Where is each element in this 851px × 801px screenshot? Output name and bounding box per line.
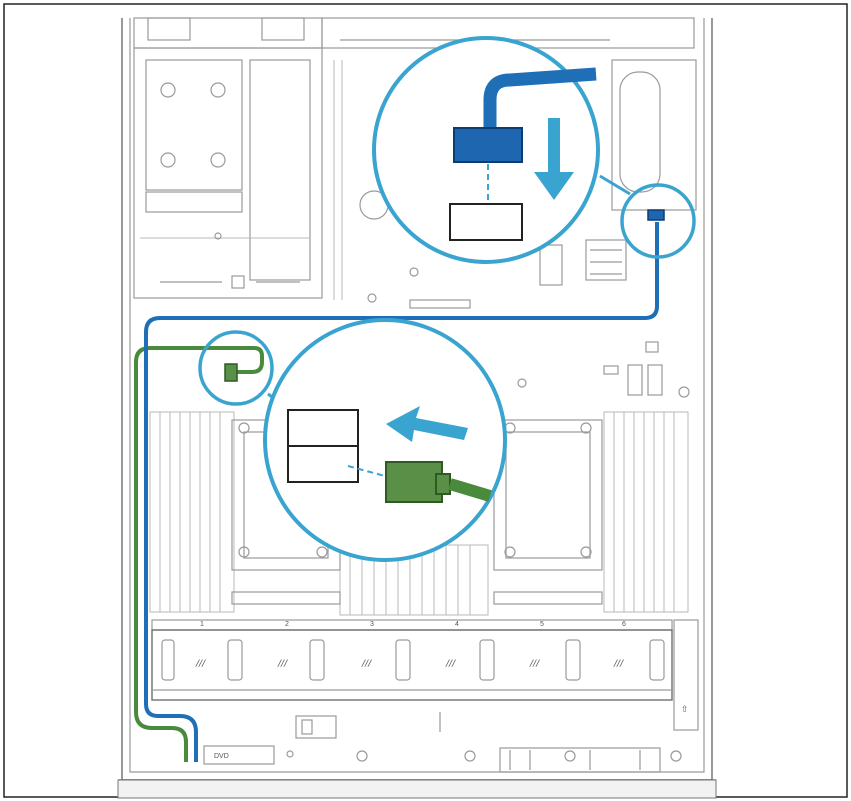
small-callout-ring-blue	[620, 183, 696, 259]
psu-bay	[321, 17, 697, 309]
green-cable	[134, 346, 264, 762]
fan-label-3: 3	[370, 621, 374, 628]
fan-assembly: /// /// /// /// /// /// 1 2 3 4 5 6 ⇧	[151, 619, 699, 731]
green-connector-small	[224, 363, 238, 382]
cpu-socket-right	[493, 419, 603, 605]
svg-text:///: ///	[361, 659, 372, 669]
blue-cable	[144, 222, 659, 762]
blue-connector-small	[647, 209, 665, 221]
svg-text:///: ///	[195, 659, 206, 669]
lower-port-zoomed	[287, 445, 359, 483]
chassis-outline	[117, 18, 717, 799]
board-header-socket-zoomed	[449, 203, 523, 241]
front-panel: DVD	[203, 712, 682, 773]
fan-label-1: 1	[200, 621, 204, 628]
dvd-label: DVD	[214, 753, 229, 760]
blue-connector-zoomed	[453, 127, 523, 163]
callout-green-connector	[263, 318, 507, 562]
blue-cable-zoomed	[483, 67, 597, 136]
small-callout-ring-green	[198, 330, 274, 406]
svg-text:///: ///	[529, 659, 540, 669]
fan-label-5: 5	[540, 621, 544, 628]
left-arrow-icon	[386, 406, 468, 442]
drive-cage	[133, 17, 323, 299]
green-cable-zoomed	[448, 478, 492, 502]
fan-label-2: 2	[285, 621, 289, 628]
svg-text:///: ///	[445, 659, 456, 669]
callout-blue-connector	[372, 36, 631, 264]
fan-label-6: 6	[622, 621, 626, 628]
board-details	[517, 239, 690, 398]
fan-label-4: 4	[455, 621, 459, 628]
callout-leader-blue	[599, 174, 631, 196]
alignment-guide-green	[347, 465, 393, 479]
fan-modules: /// /// /// /// /// ///	[161, 639, 665, 681]
svg-text:///: ///	[277, 659, 288, 669]
down-arrow-icon	[534, 118, 574, 200]
upper-port-zoomed	[287, 409, 359, 447]
callout-circle-green	[263, 318, 507, 562]
green-connector-zoomed	[385, 461, 443, 503]
svg-text:///: ///	[613, 659, 624, 669]
svg-text:⇧: ⇧	[681, 705, 689, 715]
dimm-banks	[149, 411, 689, 616]
fan-number-labels: 1 2 3 4 5 6	[200, 621, 626, 628]
